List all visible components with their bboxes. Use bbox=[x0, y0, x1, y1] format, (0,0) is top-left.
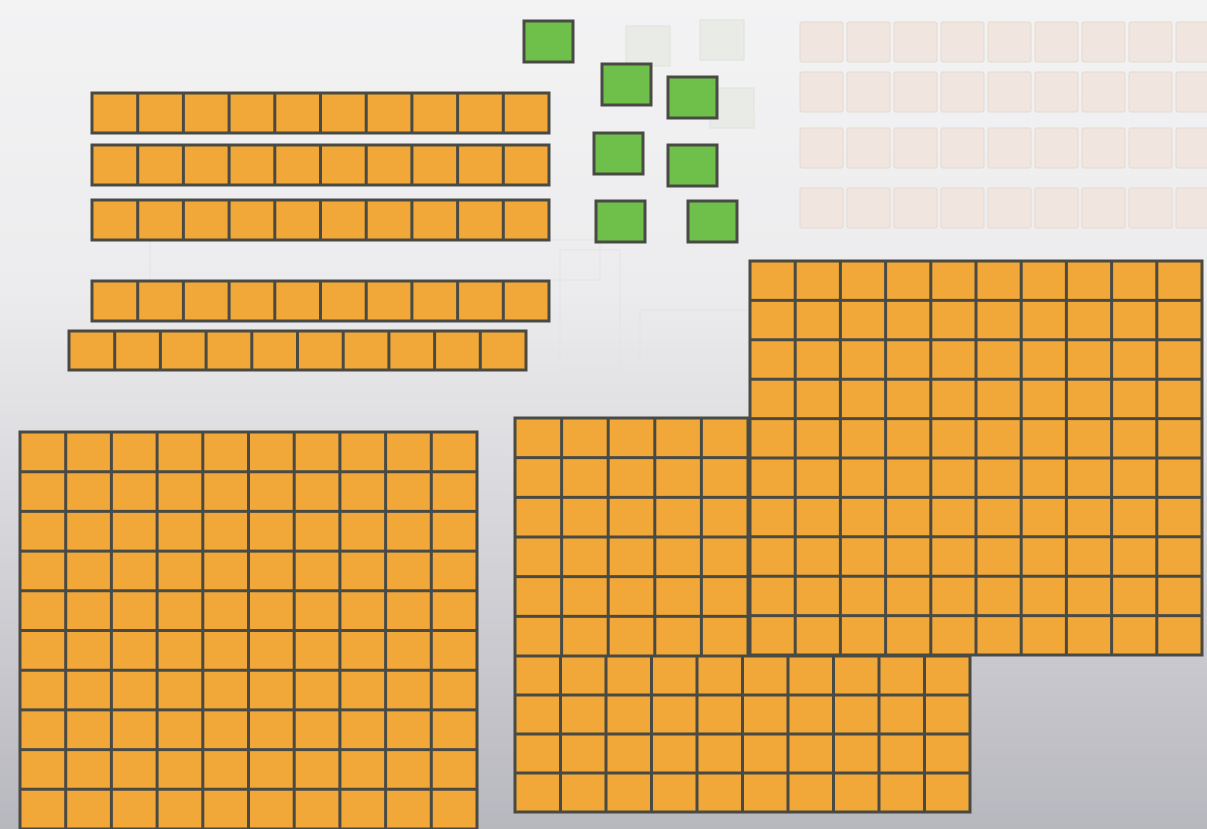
tens-rod bbox=[92, 93, 549, 133]
faded-cell bbox=[1176, 22, 1207, 62]
ones-cube bbox=[688, 201, 737, 242]
hundreds-flat bbox=[20, 432, 477, 829]
tens-rod bbox=[92, 281, 549, 321]
faded-cell bbox=[700, 20, 744, 60]
faded-cell bbox=[894, 188, 937, 228]
faded-cell bbox=[847, 128, 890, 168]
faded-cell bbox=[800, 72, 843, 112]
faded-cell bbox=[800, 128, 843, 168]
faded-cell bbox=[1129, 188, 1172, 228]
faded-cell bbox=[847, 72, 890, 112]
faded-cell bbox=[941, 22, 984, 62]
hundreds-flat-partial bbox=[515, 656, 970, 812]
faded-cell bbox=[988, 188, 1031, 228]
hundreds-flat bbox=[750, 261, 1202, 655]
faded-ghost-block bbox=[150, 240, 600, 280]
faded-cell bbox=[894, 128, 937, 168]
faded-cell bbox=[1129, 22, 1172, 62]
faded-cell bbox=[1035, 188, 1078, 228]
ones-cube bbox=[602, 64, 651, 105]
ones-cube bbox=[524, 21, 573, 62]
faded-cell bbox=[1082, 188, 1125, 228]
faded-cell bbox=[1129, 72, 1172, 112]
faded-cell bbox=[894, 72, 937, 112]
faded-cell bbox=[800, 22, 843, 62]
faded-cell bbox=[1035, 128, 1078, 168]
tens-rod bbox=[69, 331, 526, 370]
ones-cube bbox=[596, 201, 645, 242]
faded-cell bbox=[847, 22, 890, 62]
hundreds-flat-middle bbox=[515, 418, 748, 656]
faded-cell bbox=[1082, 128, 1125, 168]
faded-cell bbox=[1082, 72, 1125, 112]
faded-cell bbox=[1035, 22, 1078, 62]
faded-cell bbox=[1129, 128, 1172, 168]
faded-cell bbox=[988, 22, 1031, 62]
ones-cube bbox=[594, 133, 643, 174]
faded-cell bbox=[988, 72, 1031, 112]
faded-cell bbox=[1176, 72, 1207, 112]
ones-cube bbox=[668, 77, 717, 118]
tens-rods-group bbox=[69, 93, 549, 370]
tens-rod bbox=[92, 200, 549, 240]
faded-cell bbox=[847, 188, 890, 228]
faded-ghost-block bbox=[560, 250, 620, 370]
faded-ghost-block bbox=[640, 310, 750, 390]
faded-cell bbox=[941, 72, 984, 112]
faded-cell bbox=[1176, 128, 1207, 168]
faded-cell bbox=[1082, 22, 1125, 62]
faded-cell bbox=[800, 188, 843, 228]
tens-rod bbox=[92, 145, 549, 185]
faded-cell bbox=[1176, 188, 1207, 228]
faded-cell bbox=[894, 22, 937, 62]
faded-cell bbox=[941, 128, 984, 168]
faded-cell bbox=[1035, 72, 1078, 112]
faded-cell bbox=[941, 188, 984, 228]
faded-cell bbox=[626, 26, 670, 66]
ones-cube bbox=[668, 145, 717, 186]
faded-cell bbox=[988, 128, 1031, 168]
